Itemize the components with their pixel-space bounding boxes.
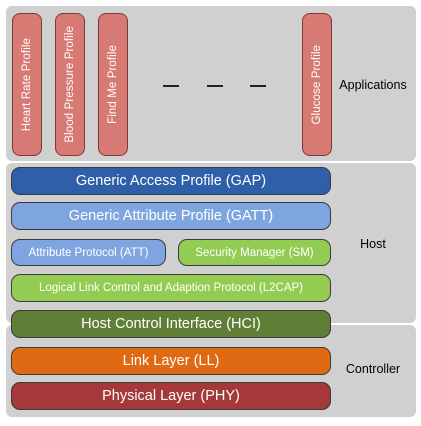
find-me-profile-box: Find Me Profile <box>98 13 128 156</box>
ll-label: Link Layer (LL) <box>122 353 220 369</box>
att-layer: Attribute Protocol (ATT) <box>11 239 166 266</box>
glucose-profile-box: Glucose Profile <box>302 13 332 156</box>
gatt-label: Generic Attribute Profile (GATT) <box>68 208 274 224</box>
find-me-profile-label: Find Me Profile <box>107 45 119 124</box>
glucose-profile-label: Glucose Profile <box>311 44 323 125</box>
phy-layer: Physical Layer (PHY) <box>11 382 331 410</box>
gatt-layer: Generic Attribute Profile (GATT) <box>11 202 331 230</box>
l2cap-label: Logical Link Control and Adaption Protoc… <box>38 282 304 294</box>
heart-rate-profile-box: Heart Rate Profile <box>12 13 42 156</box>
blood-pressure-profile-box: Blood Pressure Profile <box>55 13 85 156</box>
ellipsis-dash <box>207 85 223 87</box>
gap-label: Generic Access Profile (GAP) <box>75 173 267 189</box>
host-label: Host <box>360 237 386 251</box>
hci-layer: Host Control Interface (HCI) <box>11 310 331 338</box>
blood-pressure-profile-label: Blood Pressure Profile <box>64 26 76 143</box>
heart-rate-profile-label: Heart Rate Profile <box>21 37 33 132</box>
hci-label: Host Control Interface (HCI) <box>81 316 261 332</box>
sm-label: Security Manager (SM) <box>195 246 314 259</box>
controller-label: Controller <box>345 362 401 376</box>
sm-layer: Security Manager (SM) <box>178 239 331 266</box>
att-label: Attribute Protocol (ATT) <box>28 246 149 259</box>
gap-layer: Generic Access Profile (GAP) <box>11 167 331 195</box>
ll-layer: Link Layer (LL) <box>11 347 331 375</box>
applications-label: Applications <box>339 78 407 92</box>
ellipsis-dash <box>250 85 266 87</box>
ellipsis-dash <box>163 85 179 87</box>
phy-label: Physical Layer (PHY) <box>102 388 240 404</box>
l2cap-layer: Logical Link Control and Adaption Protoc… <box>11 274 331 302</box>
